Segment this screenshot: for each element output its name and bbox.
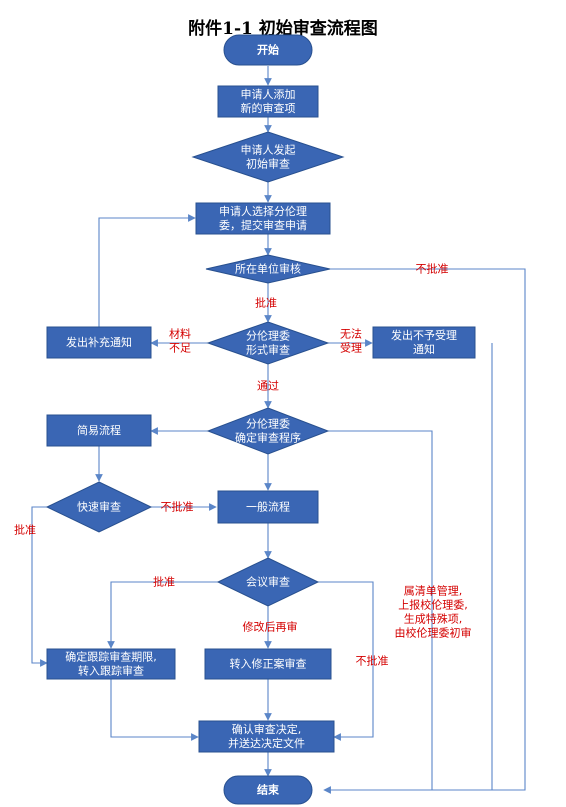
determine-procedure-node-label-line-2: 确定审查程序 <box>235 431 301 445</box>
meeting-node[interactable] <box>216 557 320 607</box>
general-node[interactable] <box>217 490 319 524</box>
determine-procedure-node[interactable] <box>206 407 330 455</box>
quick-review-node-label: 快速审查 <box>77 500 121 514</box>
label-list-management-line-4: 由校伦理委初审 <box>395 626 472 640</box>
label-insufficient-line-2: 不足 <box>169 342 191 355</box>
initiate-node[interactable] <box>191 131 345 183</box>
start-node[interactable] <box>223 34 313 66</box>
label-insufficient-line-1: 材料 <box>169 327 191 341</box>
determine-procedure-node-label-line-1: 分伦理委 <box>246 417 290 431</box>
add-item-node-label-line-2: 新的审查项 <box>241 101 296 115</box>
tracking-node[interactable] <box>46 648 176 680</box>
edge-tracking-confirm <box>110 678 199 741</box>
supplement-node-label: 发出补充通知 <box>66 335 132 349</box>
reject-notice-node[interactable] <box>372 326 476 359</box>
select-committee-node[interactable] <box>195 202 331 235</box>
label-not-approved-unit: 不批准 <box>416 262 449 276</box>
unit-review-node-label: 所在单位审核 <box>235 262 301 276</box>
label-revise-resubmit: 修改后再审 <box>243 620 298 634</box>
reject-notice-node-label-line-2: 通知 <box>413 342 435 356</box>
edge-determine-end <box>328 430 433 790</box>
revision-node-label: 转入修正案审查 <box>230 657 307 671</box>
end-node[interactable] <box>223 775 313 805</box>
label-not-approved-quick: 不批准 <box>161 500 194 514</box>
simple-node-label: 简易流程 <box>77 423 121 437</box>
quick-review-node[interactable] <box>45 481 153 533</box>
page-title: 附件1-1 初始审查流程图 <box>188 19 378 39</box>
edge-meeting-tracking <box>107 581 218 649</box>
unit-review-node[interactable] <box>205 254 331 284</box>
label-approved-quick: 批准 <box>14 523 36 537</box>
label-cannot-accept-line-2: 受理 <box>340 342 362 355</box>
label-list-management-line-3: 生成特殊项, <box>404 612 463 626</box>
label-approved-unit: 批准 <box>255 296 277 310</box>
formal-review-node[interactable] <box>206 321 330 365</box>
label-not-approved-meeting: 不批准 <box>356 654 389 668</box>
label-list-management-line-1: 属清单管理, <box>404 584 463 598</box>
add-item-node[interactable] <box>217 85 319 118</box>
supplement-node[interactable] <box>46 326 152 359</box>
edge-unit-end <box>323 268 526 794</box>
edge-quick-tracking <box>31 506 48 667</box>
select-committee-node-label-line-2: 委，提交审查申请 <box>219 218 307 232</box>
end-node-label: 结束 <box>256 783 280 797</box>
reject-notice-node-label-line-1: 发出不予受理 <box>391 328 457 342</box>
initiate-node-label-line-2: 初始审查 <box>246 157 290 171</box>
edge-supplement-select <box>98 214 196 327</box>
simple-node[interactable] <box>46 414 152 447</box>
select-committee-node-label-line-1: 申请人选择分伦理 <box>219 204 307 218</box>
revision-node[interactable] <box>204 648 332 680</box>
general-node-label: 一般流程 <box>246 500 290 514</box>
initiate-node-label-line-1: 申请人发起 <box>241 143 296 157</box>
label-approved-meeting: 批准 <box>153 575 175 589</box>
label-passed: 通过 <box>257 380 279 393</box>
formal-review-node-label-line-2: 形式审查 <box>246 343 290 357</box>
meeting-node-label: 会议审查 <box>246 575 290 589</box>
tracking-node-label-line-2: 转入跟踪审查 <box>78 664 144 678</box>
label-cannot-accept-line-1: 无法 <box>340 327 362 341</box>
formal-review-node-label-line-1: 分伦理委 <box>246 329 290 343</box>
confirm-node[interactable] <box>198 720 335 753</box>
confirm-node-label-line-2: 并送达决定文件 <box>228 736 305 750</box>
confirm-node-label-line-1: 确认审查决定, <box>232 722 302 736</box>
label-list-management-line-2: 上报校伦理委, <box>398 598 468 612</box>
start-node-label: 开始 <box>257 43 279 57</box>
tracking-node-label-line-1: 确定跟踪审查期限, <box>65 650 157 664</box>
add-item-node-label-line-1: 申请人添加 <box>241 87 296 101</box>
edge-meeting-confirm <box>318 581 374 741</box>
